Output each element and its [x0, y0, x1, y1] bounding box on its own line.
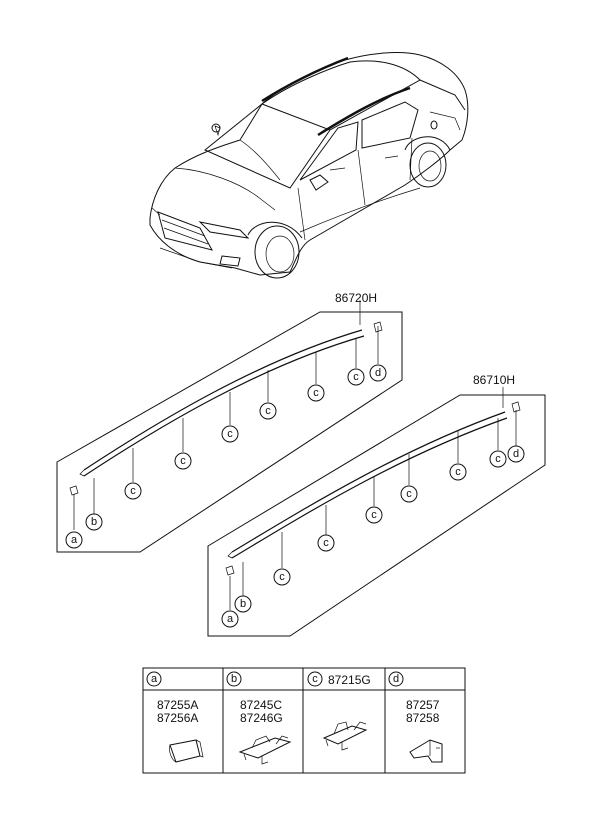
callout-c: c — [449, 463, 467, 481]
callout-d: d — [507, 445, 525, 463]
callout-c: c — [365, 506, 383, 524]
part-a-illustration — [169, 739, 204, 763]
callout-c: c — [317, 534, 335, 552]
callout-b: b — [234, 595, 252, 613]
legend-part: 87257 — [406, 698, 440, 712]
callout-a: a — [65, 531, 83, 549]
assembly-upper-frame — [56, 311, 403, 553]
callout-c: c — [307, 384, 325, 402]
legend-part: 87255A — [157, 698, 198, 712]
callout-c: c — [124, 482, 142, 500]
callout-c: c — [273, 568, 291, 586]
svg-text:c: c — [406, 488, 412, 500]
legend-key-c: c — [312, 673, 318, 685]
svg-text:c: c — [265, 405, 271, 417]
legend-part: 87258 — [406, 711, 440, 725]
svg-text:a: a — [227, 613, 234, 625]
svg-text:d: d — [513, 448, 519, 460]
legend-key-a: a — [151, 673, 158, 685]
legend-part: 87256A — [157, 711, 198, 725]
legend-column-d: d 87257 87258 — [388, 671, 443, 763]
svg-text:c: c — [279, 571, 285, 583]
callout-c: c — [400, 485, 418, 503]
legend-part: 87246G — [240, 711, 283, 725]
part-d-illustration — [409, 739, 443, 763]
assembly-upper-part-number: 86720H — [335, 291, 377, 305]
svg-text:b: b — [91, 516, 97, 528]
legend-key-d: d — [393, 673, 399, 685]
callout-a: a — [221, 610, 239, 628]
callout-c: c — [259, 402, 277, 420]
legend-table: a 87255A 87256A b 87245C 87246G — [142, 667, 466, 774]
callout-c: c — [489, 450, 507, 468]
svg-text:c: c — [130, 485, 136, 497]
assembly-lower: 86710H a b c c c c c c d — [207, 373, 546, 637]
callout-b: b — [85, 513, 103, 531]
upper-clips — [73, 326, 379, 530]
svg-text:d: d — [375, 367, 381, 379]
assembly-lower-frame — [207, 394, 546, 637]
part-c-illustration — [322, 721, 368, 751]
part-b-illustration — [238, 735, 292, 765]
assembly-upper: 86720H a b c c c c c c d — [56, 291, 403, 553]
legend-column-a: a 87255A 87256A — [146, 671, 204, 763]
svg-text:b: b — [240, 598, 246, 610]
svg-text:c: c — [180, 455, 186, 467]
svg-text:c: c — [313, 387, 319, 399]
svg-text:c: c — [371, 509, 377, 521]
assembly-lower-part-number: 86710H — [473, 373, 515, 387]
legend-part: 87215G — [328, 673, 371, 687]
legend-key-b: b — [231, 673, 237, 685]
legend-part: 87245C — [240, 698, 282, 712]
svg-text:c: c — [353, 371, 359, 383]
legend-column-c: c 87215G — [307, 671, 371, 751]
svg-text:a: a — [71, 534, 78, 546]
svg-text:c: c — [323, 537, 329, 549]
callout-c: c — [347, 368, 365, 386]
callout-c: c — [221, 425, 239, 443]
callout-c: c — [174, 452, 192, 470]
lower-clips — [229, 410, 517, 610]
car-illustration — [149, 52, 469, 279]
legend-column-b: b 87245C 87246G — [226, 671, 292, 765]
callout-d: d — [369, 364, 387, 382]
svg-text:c: c — [455, 466, 461, 478]
svg-text:c: c — [227, 428, 233, 440]
svg-text:c: c — [495, 453, 501, 465]
